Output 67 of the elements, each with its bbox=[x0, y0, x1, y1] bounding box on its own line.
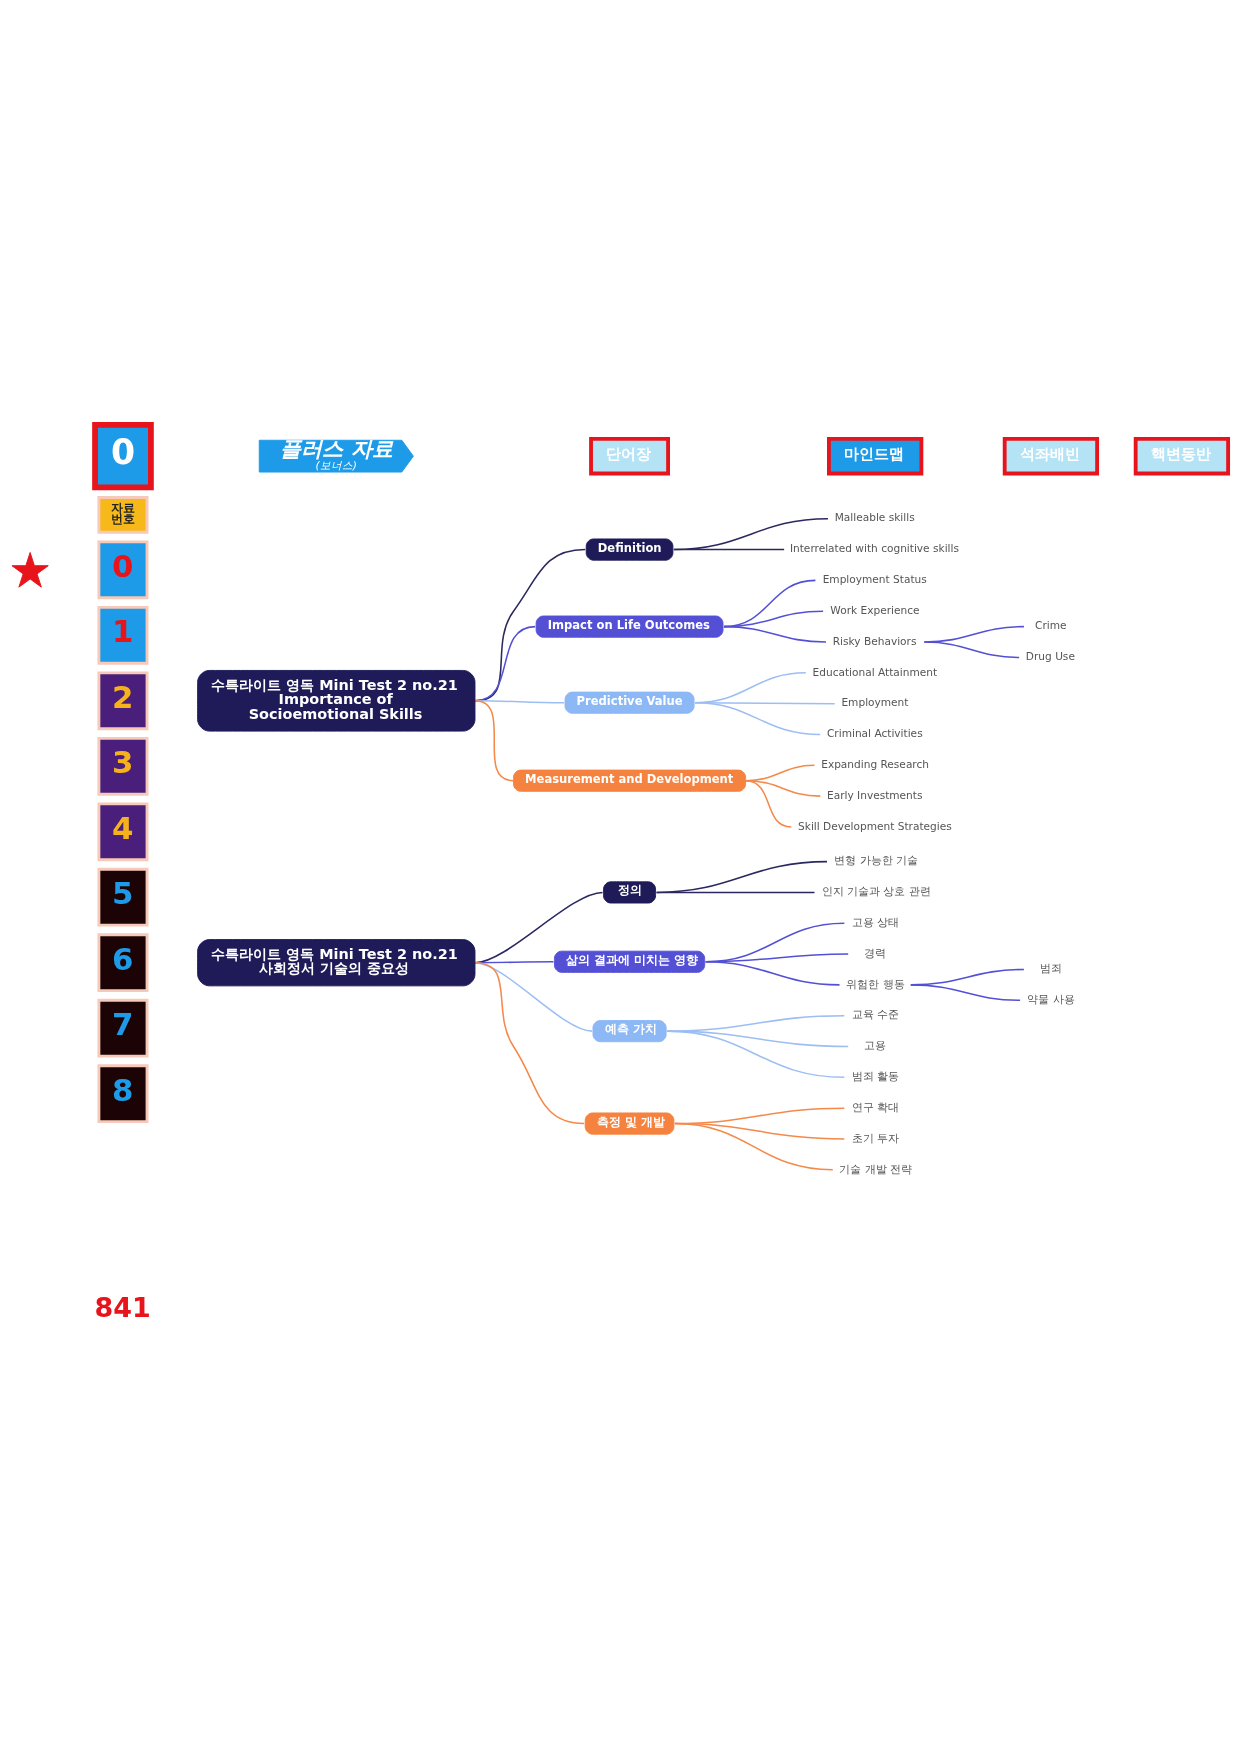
node-box: 자료 번호 bbox=[97, 495, 149, 534]
connector bbox=[666, 1029, 846, 1078]
node-box: Measurement and Development bbox=[513, 769, 747, 792]
connector bbox=[673, 517, 829, 550]
node-text: 고용 bbox=[864, 1038, 887, 1051]
node-box: 삶의 결과에 미치는 영향 bbox=[553, 950, 706, 973]
node-text: Risky Behaviors bbox=[832, 634, 917, 647]
node-text: 범죄 활동 bbox=[851, 1069, 899, 1082]
node-text: Employment Status bbox=[822, 572, 927, 585]
node-text: 교육 수준 bbox=[851, 1007, 899, 1020]
node-box: 정의 bbox=[603, 880, 657, 903]
connector bbox=[910, 983, 1021, 1001]
node-box: 0 bbox=[92, 421, 154, 490]
node-box: 5 bbox=[97, 867, 149, 927]
node-box: 6 bbox=[97, 932, 149, 992]
node-text: Expanding Research bbox=[821, 757, 930, 770]
node-box: 수특라이트 영독 Mini Test 2 no.21 Importance of Socioemotional Skills bbox=[197, 669, 476, 732]
node-text: 인지 기술과 상호 관련 bbox=[821, 884, 931, 897]
node-text: 위험한 행동 bbox=[846, 977, 905, 990]
label: 841 bbox=[94, 1291, 151, 1323]
node-text: Drug Use bbox=[1025, 649, 1075, 662]
connector bbox=[723, 625, 827, 643]
connector bbox=[474, 699, 515, 781]
node-text: Malleable skills bbox=[834, 510, 915, 523]
node-box: 측정 및 개발 bbox=[584, 1112, 675, 1135]
node-text: 고용 상태 bbox=[851, 915, 899, 928]
node-box: 예측 가치 bbox=[592, 1019, 667, 1042]
node-box: 3 bbox=[97, 736, 149, 796]
connector bbox=[673, 548, 785, 550]
node-text: 경력 bbox=[864, 946, 887, 959]
node-text: Early Investments bbox=[826, 788, 923, 801]
node-text: Educational Attainment bbox=[812, 665, 938, 678]
connector bbox=[474, 961, 586, 1124]
node-text: Criminal Activities bbox=[826, 726, 923, 739]
node-box: 마인드맵 bbox=[827, 436, 924, 475]
node-box: 수특라이트 영독 Mini Test 2 no.21 사회정서 기술의 중요성 bbox=[197, 938, 476, 986]
node-text: 범죄 bbox=[1039, 961, 1062, 974]
node-text: Skill Development Strategies bbox=[798, 819, 952, 832]
connector bbox=[655, 891, 816, 893]
connector bbox=[923, 640, 1020, 658]
node-text: 초기 투자 bbox=[851, 1131, 899, 1144]
node-text: 기술 개발 전략 bbox=[839, 1161, 913, 1174]
node-box: 핵변동반 bbox=[1133, 436, 1231, 475]
connector bbox=[655, 860, 828, 893]
node-box: 7 bbox=[97, 998, 149, 1058]
node-box: Definition bbox=[585, 538, 674, 561]
node-text: Work Experience bbox=[830, 603, 920, 616]
connector bbox=[674, 1122, 834, 1171]
node-box: 석좌배빈 bbox=[1002, 436, 1100, 475]
node-text: Crime bbox=[1035, 618, 1067, 631]
node-box: 4 bbox=[97, 801, 149, 861]
node-box: 단어장 bbox=[589, 436, 670, 475]
node-box: 2 bbox=[97, 670, 149, 730]
node-text: 약물 사용 bbox=[1027, 992, 1075, 1005]
node-text: 연구 확대 bbox=[851, 1100, 899, 1113]
node-box: Impact on Life Outcomes bbox=[535, 615, 724, 638]
node-text: Employment bbox=[841, 695, 909, 708]
node-box: 8 bbox=[97, 1063, 149, 1123]
node-box: 1 bbox=[97, 605, 149, 665]
node-star bbox=[11, 551, 49, 588]
connector bbox=[704, 960, 841, 986]
node-box: Predictive Value bbox=[564, 691, 695, 714]
connector bbox=[744, 779, 793, 828]
node-text: Interrelated with cognitive skills bbox=[789, 541, 959, 554]
node-box: 0 bbox=[97, 539, 149, 599]
connector bbox=[694, 701, 821, 735]
node-text: 변형 가능한 기술 bbox=[834, 853, 918, 866]
